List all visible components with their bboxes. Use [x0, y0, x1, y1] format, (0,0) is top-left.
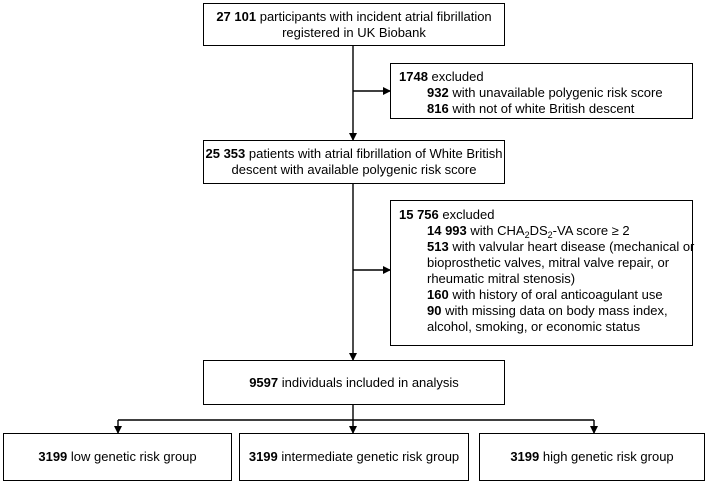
excluded-1-label: excluded [431, 69, 484, 84]
box-low-genetic-risk: 3199 low genetic risk group [3, 433, 232, 481]
excluded-2-label: excluded [442, 207, 495, 222]
excluded-1-item: 932 with unavailable polygenic risk scor… [427, 85, 663, 100]
box-intermediate-genetic-risk: 3199 intermediate genetic risk group [239, 433, 469, 481]
excluded-1-count: 1748 [399, 69, 428, 84]
excluded-2-item-valvular: 513 with valvular heart disease (mechani… [427, 239, 695, 254]
box-high-genetic-risk: 3199 high genetic risk group [479, 433, 705, 481]
excluded-2-item-valvular-cont: rheumatic mitral stenosis) [427, 271, 576, 286]
box-participants: 27 101 participants with incident atrial… [203, 3, 505, 46]
box-excluded-1: 1748 excluded 932 with unavailable polyg… [390, 63, 693, 119]
excluded-2-item-missing-data: 90 with missing data on body mass index, [427, 303, 668, 318]
patients-count: 25 353 [205, 146, 246, 161]
box-included-analysis: 9597 individuals included in analysis [203, 360, 505, 405]
participants-count: 27 101 [216, 8, 257, 24]
patients-text-line1: patients with atrial fibrillation of Whi… [248, 146, 503, 161]
included-count: 9597 [249, 374, 279, 390]
patients-text-line2: descent with available polygenic risk sc… [231, 162, 477, 177]
participants-text-line1: participants with incident atrial fibril… [259, 8, 492, 24]
excluded-2-count: 15 756 [399, 207, 439, 222]
participants-text-line2: registered in UK Biobank [282, 24, 426, 40]
excluded-2-item-anticoagulant: 160 with history of oral anticoagulant u… [427, 287, 663, 302]
included-text: individuals included in analysis [281, 374, 459, 390]
excluded-2-item-missing-data-cont: alcohol, smoking, or economic status [427, 319, 641, 334]
excluded-2-item-valvular-cont: bioprosthetic valves, mitral valve repai… [427, 255, 670, 270]
box-excluded-2: 15 756 excluded 14 993 with CHA2DS2-VA s… [390, 200, 695, 346]
excluded-2-item-cha2ds2va: 14 993 with CHA2DS2-VA score ≥ 2 [427, 223, 630, 240]
excluded-1-item: 816 with not of white British descent [427, 101, 635, 116]
box-patients-white-british: 25 353 patients with atrial fibrillation… [203, 140, 505, 184]
